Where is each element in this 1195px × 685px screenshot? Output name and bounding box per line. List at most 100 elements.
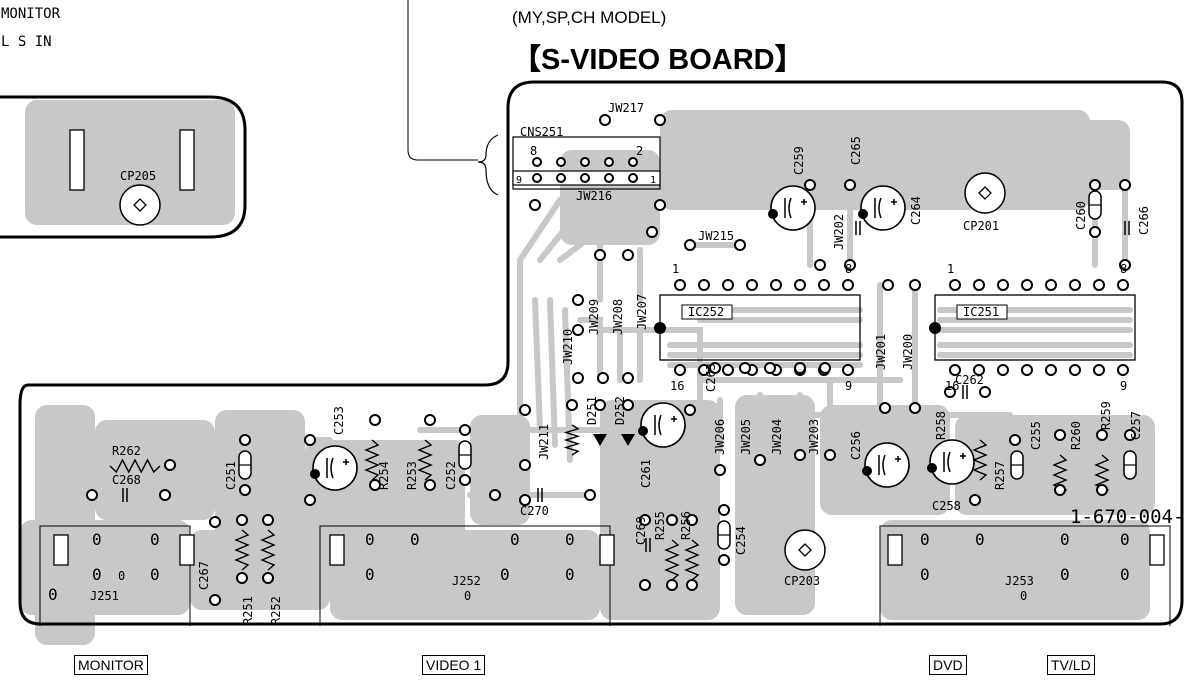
resistor-label: R256	[679, 511, 693, 540]
ic-pad	[1021, 279, 1033, 291]
component-pad	[622, 249, 634, 261]
component-pad	[622, 372, 634, 384]
ic-pad	[698, 279, 710, 291]
ic-pad	[1117, 364, 1129, 376]
cns251-outline	[512, 136, 661, 190]
component-pad	[654, 114, 666, 126]
ic-pad	[1069, 364, 1081, 376]
ic-name: IC252	[688, 305, 724, 319]
capacitor-label: C256	[849, 431, 863, 460]
ic-pad	[722, 279, 734, 291]
connector-pin-label: 8	[530, 144, 537, 158]
cap-pad	[638, 426, 648, 436]
resistor-zigzag	[417, 439, 433, 481]
component-pad	[594, 399, 606, 411]
test-point-center	[133, 198, 147, 212]
component-pad	[646, 226, 658, 238]
component-pad	[739, 362, 751, 374]
board-outline-layer	[0, 0, 1184, 626]
ic-pad	[722, 364, 734, 376]
component-pad	[718, 504, 730, 516]
component-pad	[459, 474, 471, 486]
ic-pad	[818, 279, 830, 291]
jack-center-label: 0	[464, 589, 471, 603]
component-pad	[979, 386, 991, 398]
capacitor-label: C262	[955, 373, 984, 387]
test-point-center	[798, 543, 812, 557]
resistor-zigzag	[684, 539, 700, 581]
jack-pin-label: 0	[1060, 530, 1070, 549]
connector-pin	[580, 157, 590, 167]
left-input-label: L S IN	[1, 34, 52, 50]
connector-pin-label: 2	[636, 144, 643, 158]
connector-pin	[580, 173, 590, 183]
jack-label: J253	[1005, 574, 1034, 588]
component-pad	[684, 239, 696, 251]
capacitor-label: C265	[849, 136, 863, 165]
component-pad	[1089, 179, 1101, 191]
component-pad	[594, 249, 606, 261]
ic-label-box	[956, 304, 1008, 320]
jack-pin-label: 0	[1120, 565, 1130, 584]
component-pad	[909, 279, 921, 291]
test-point-center	[978, 186, 992, 200]
capacitor-label: C269	[634, 516, 648, 545]
resistor-zigzag	[109, 458, 161, 474]
jack-slot-pad	[179, 534, 195, 566]
component-pad	[1054, 429, 1066, 441]
jack-outline	[39, 525, 191, 626]
ic-pad	[997, 364, 1009, 376]
component-pad	[709, 362, 721, 374]
jumper-label: JW201	[874, 334, 888, 370]
component-pad	[879, 402, 891, 414]
component-pad	[459, 424, 471, 436]
copper-pour	[700, 115, 760, 150]
electrolytic-cap	[929, 439, 975, 485]
ic-pad	[1045, 364, 1057, 376]
component-pad	[236, 572, 248, 584]
component-pad	[654, 199, 666, 211]
ic-pad	[842, 279, 854, 291]
resistor-zigzag	[563, 424, 581, 456]
ic-pad	[1093, 364, 1105, 376]
connector-pin	[628, 157, 638, 167]
film-cap	[962, 385, 968, 399]
ic-pin-label: 9	[845, 379, 852, 393]
capacitor-label: C270	[520, 504, 549, 518]
resistor-label: R253	[405, 461, 419, 490]
cap-symbol	[784, 197, 807, 219]
component-pad	[639, 514, 651, 526]
copper-pour	[600, 400, 720, 620]
component-pad	[236, 514, 248, 526]
cap-pad	[858, 209, 868, 219]
jack-pin-label: 0	[500, 565, 510, 584]
ic-pad	[997, 279, 1009, 291]
component-pad	[969, 494, 981, 506]
label-monitor: MONITOR	[74, 655, 148, 675]
component-pad	[666, 579, 678, 591]
resistor-zigzag	[972, 439, 988, 481]
resistor-label: R257	[993, 461, 1007, 490]
pcb-trace	[532, 297, 543, 433]
diode-body	[593, 434, 607, 446]
component-pad	[572, 324, 584, 336]
component-pad	[944, 386, 956, 398]
jack-slot-pad	[599, 534, 615, 566]
component-pad	[424, 414, 436, 426]
capacitor-label: C263	[704, 363, 718, 392]
jumper-label: JW208	[611, 299, 625, 335]
test-point-label: CP201	[963, 219, 999, 233]
resistor-label: R252	[269, 596, 283, 625]
jack-pin-label: 0	[975, 530, 985, 549]
ic-pin-label: 8	[1120, 262, 1127, 276]
jack-center-label: 0	[1020, 589, 1027, 603]
jack-slot-pad	[1149, 534, 1165, 566]
copper-pour	[330, 530, 600, 620]
connector-pin	[556, 157, 566, 167]
jack-pin-label: 0	[565, 565, 575, 584]
component-pad	[584, 489, 596, 501]
board-title: 【S-VIDEO BOARD】	[512, 44, 804, 76]
connector-pin-label: 9	[516, 175, 522, 186]
ic-pad	[973, 279, 985, 291]
